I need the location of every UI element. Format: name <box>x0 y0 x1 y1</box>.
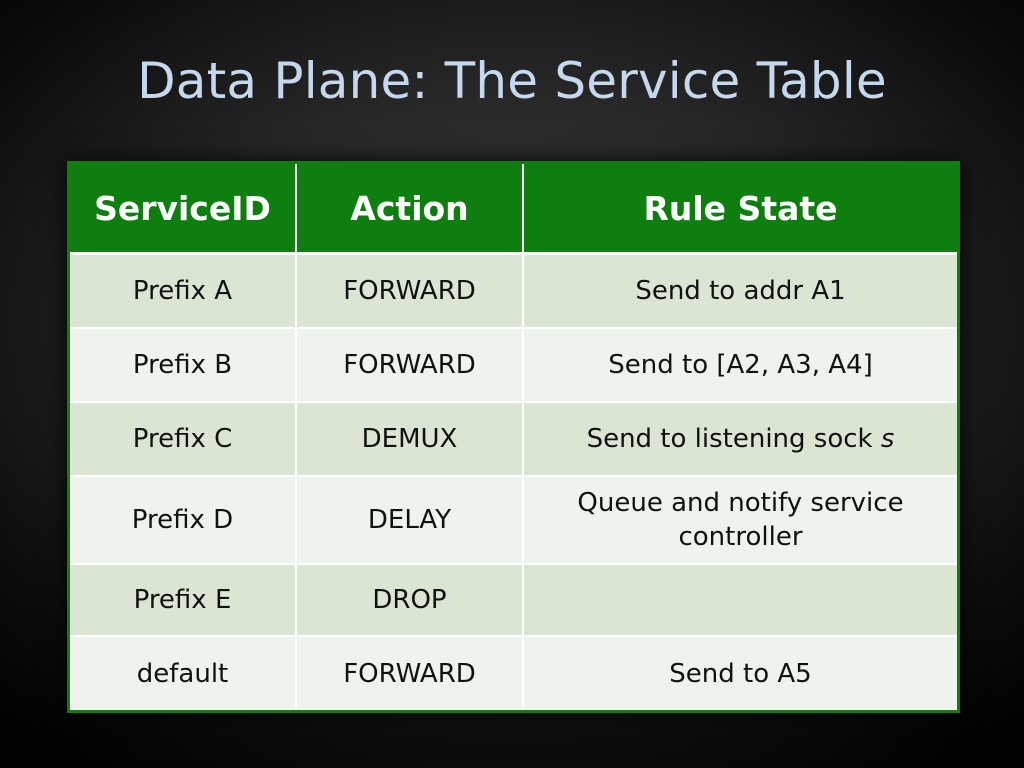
table-row: Prefix C DEMUX Send to listening sock s <box>70 401 957 476</box>
cell-service-id: default <box>70 635 297 710</box>
cell-action: FORWARD <box>296 327 524 402</box>
service-table-container: ServiceID Action Rule State Prefix A FOR… <box>67 161 960 713</box>
header-service-id: ServiceID <box>70 164 297 254</box>
table-header-row: ServiceID Action Rule State <box>70 164 957 254</box>
cell-service-id: Prefix B <box>70 327 297 402</box>
cell-service-id: Prefix D <box>70 475 297 564</box>
socket-variable: s <box>880 424 895 454</box>
cell-action: FORWARD <box>296 635 524 710</box>
cell-rule-state: Send to A5 <box>523 635 957 710</box>
rule-state-text: Send to listening sock <box>586 424 881 454</box>
cell-rule-state: Queue and notify service controller <box>523 475 957 564</box>
cell-rule-state: Send to listening sock s <box>523 401 957 476</box>
header-rule-state: Rule State <box>523 164 957 254</box>
table-row: Prefix B FORWARD Send to [A2, A3, A4] <box>70 327 957 402</box>
cell-action: FORWARD <box>296 252 524 328</box>
cell-service-id: Prefix A <box>70 252 297 328</box>
cell-service-id: Prefix E <box>70 563 297 636</box>
table-row: default FORWARD Send to A5 <box>70 635 957 710</box>
cell-service-id: Prefix C <box>70 401 297 476</box>
cell-rule-state: Send to [A2, A3, A4] <box>523 327 957 402</box>
cell-action: DELAY <box>296 475 524 564</box>
cell-action: DROP <box>296 563 524 636</box>
table-row: Prefix E DROP <box>70 563 957 636</box>
slide-title: Data Plane: The Service Table <box>137 52 887 110</box>
header-action: Action <box>296 164 524 254</box>
cell-rule-state <box>523 563 957 636</box>
cell-rule-state: Send to addr A1 <box>523 252 957 328</box>
table-row: Prefix D DELAY Queue and notify service … <box>70 475 957 564</box>
service-table: ServiceID Action Rule State Prefix A FOR… <box>70 164 957 710</box>
table-row: Prefix A FORWARD Send to addr A1 <box>70 252 957 328</box>
cell-action: DEMUX <box>296 401 524 476</box>
